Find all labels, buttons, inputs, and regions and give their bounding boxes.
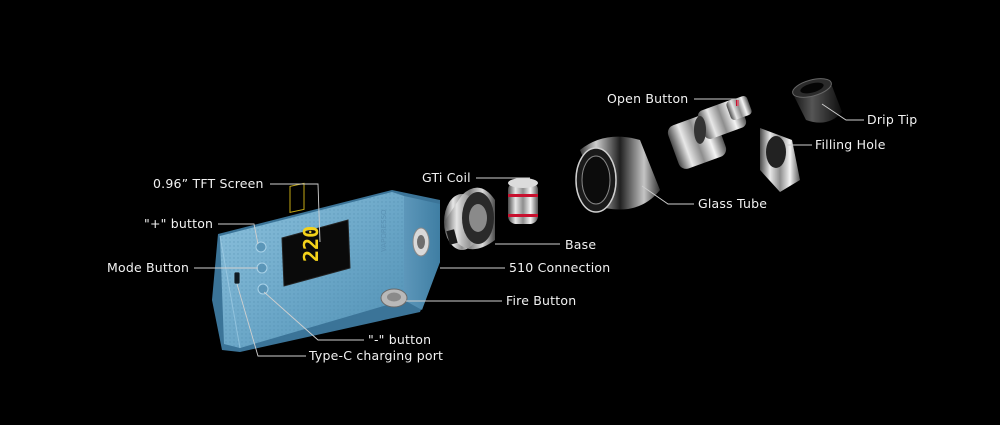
leader-lines [194,98,864,357]
glass-tube-shape [575,136,660,213]
label-tft-screen: 0.96” TFT Screen [153,176,264,191]
base-shape [444,187,495,250]
leader-open-button [694,98,739,106]
label-filling-hole: Filling Hole [815,137,886,152]
leader-minus-button [263,291,364,341]
minus-button-shape [257,283,269,295]
leader-glass-tube [641,185,694,205]
fire-button-shape [380,288,408,308]
label-type-c-port: Type-C charging port [309,348,444,363]
label-mode-button: Mode Button [107,260,190,275]
label-plus-button: "+" button [144,216,214,231]
plus-button-shape [255,241,267,253]
type-c-port-shape [233,271,241,285]
gti-coil-shape [508,178,538,224]
mode-button-shape [256,262,268,274]
top-cap-shape [667,95,800,192]
leader-plus-button [218,223,259,245]
screen-reading: 220 [299,226,323,262]
label-drip-tip: Drip Tip [867,112,918,127]
label-glass-tube: Glass Tube [698,196,768,211]
leader-tft-screen [270,183,321,243]
label-fire-button: Fire Button [506,293,577,308]
tft-screen-display: 220 [281,182,351,287]
label-510-connection: 510 Connection [509,260,611,275]
leader-drip-tip [821,103,864,121]
mod-buttons [233,241,269,295]
label-minus-button: "-" button [368,332,432,347]
label-open-button: Open Button [607,91,689,106]
device-engraving: VAPORESSO [380,209,388,252]
510-connection-shape [412,227,430,257]
leader-type-c-port [236,283,306,357]
drip-tip-shape [792,78,842,123]
label-gti-coil: GTi Coil [422,170,471,185]
label-base: Base [565,237,597,252]
